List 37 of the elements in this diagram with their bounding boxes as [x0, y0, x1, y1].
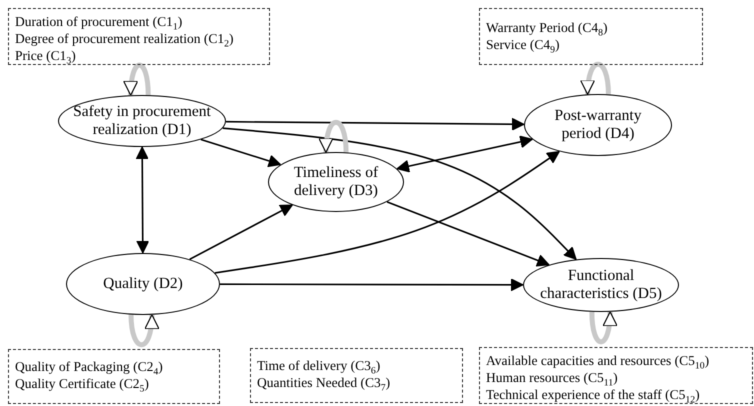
criteria-box [479, 347, 753, 404]
self-loop-arrow [128, 314, 159, 347]
criterion-text: Duration of procurement (C1$_{1}$) [15, 13, 184, 30]
criterion-text: Degree of procurement realization (C1$_{2}$) [15, 30, 235, 47]
criterion-text: Human resources (C5$_{11}$) [486, 369, 619, 386]
arrow [220, 278, 524, 292]
criteria-box [479, 8, 703, 65]
dimension-label: Safety in procurement realization (D1) [72, 103, 212, 139]
dimension-label: Quality (D2) [102, 275, 184, 293]
criterion-text: Technical experience of the staff (C5$_{12}$) [486, 386, 701, 403]
criterion-text: Time of delivery (C3$_{6}$) [257, 357, 382, 374]
criterion-text: Service (C4$_{9}$) [486, 36, 560, 53]
self-loop-arrow [589, 311, 618, 344]
arrow [136, 146, 150, 254]
self-loop-arrow [124, 62, 151, 96]
criteria-box [8, 8, 270, 65]
arrow [226, 118, 524, 131]
criterion-text: Quality of Packaging (C2$_{4}$) [15, 358, 164, 375]
criterion-text: Available capacities and resources (C5$_{10}$) [486, 352, 710, 369]
criterion-text: Warranty Period (C4$_{8}$) [486, 19, 608, 36]
dimension-label: Timeliness of delivery (D3) [292, 164, 380, 200]
criterion-text: Price (C1$_{3}$) [15, 47, 77, 64]
criteria-box [250, 348, 463, 403]
arrow [396, 136, 533, 173]
dimension-label: Post-warranty period (D4) [554, 107, 642, 143]
arrow [222, 127, 577, 260]
self-loop-arrow [580, 62, 611, 95]
dimension-label: Functional characteristics (D5) [539, 267, 663, 303]
dimension-ellipse [268, 152, 404, 212]
arrow [200, 138, 282, 168]
arrow [214, 150, 560, 274]
criterion-text: Quality Certificate (C2$_{5}$) [15, 375, 150, 392]
self-loop-arrow [318, 120, 349, 153]
arrow [189, 204, 293, 260]
arrow [386, 201, 550, 267]
criteria-box [8, 349, 220, 404]
criterion-text: Quantities Needed (C3$_{7}$) [257, 374, 392, 391]
